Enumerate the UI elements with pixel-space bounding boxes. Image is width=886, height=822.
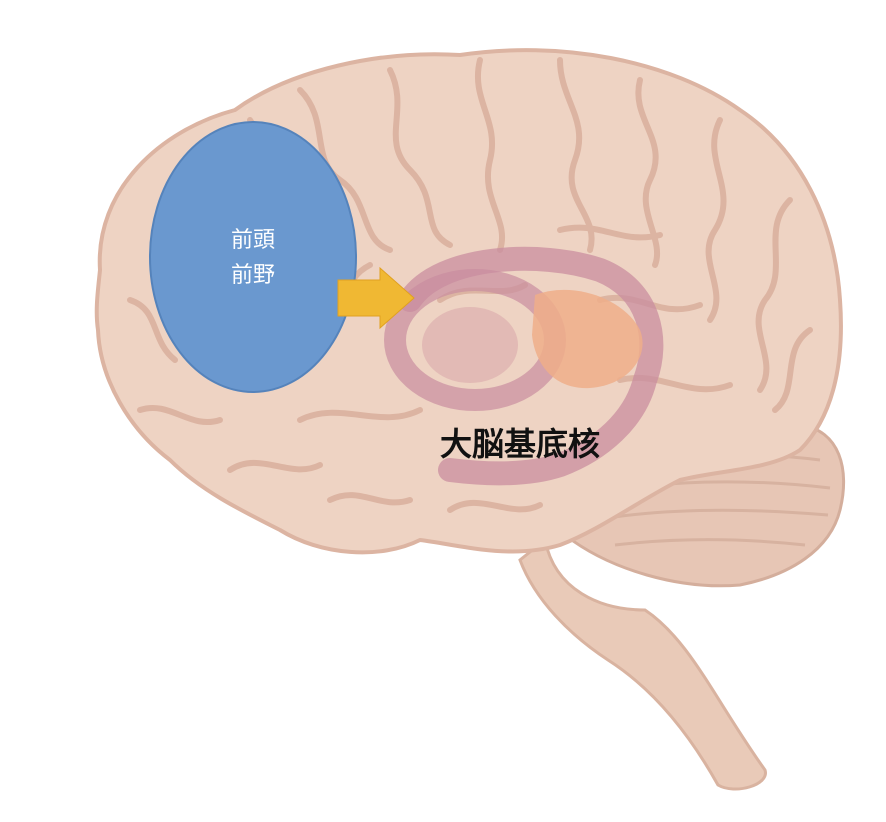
prefrontal-cortex-region xyxy=(149,121,357,393)
projection-arrow xyxy=(337,266,415,330)
basal-ganglia-label: 大脳基底核 xyxy=(440,425,600,463)
thalamus-center xyxy=(422,307,518,383)
putamen xyxy=(532,289,643,389)
prefrontal-label-line1: 前頭 xyxy=(231,228,275,253)
prefrontal-label-line2: 前野 xyxy=(231,263,275,288)
brainstem xyxy=(518,537,767,791)
caudate-nucleus-ring xyxy=(398,246,664,486)
